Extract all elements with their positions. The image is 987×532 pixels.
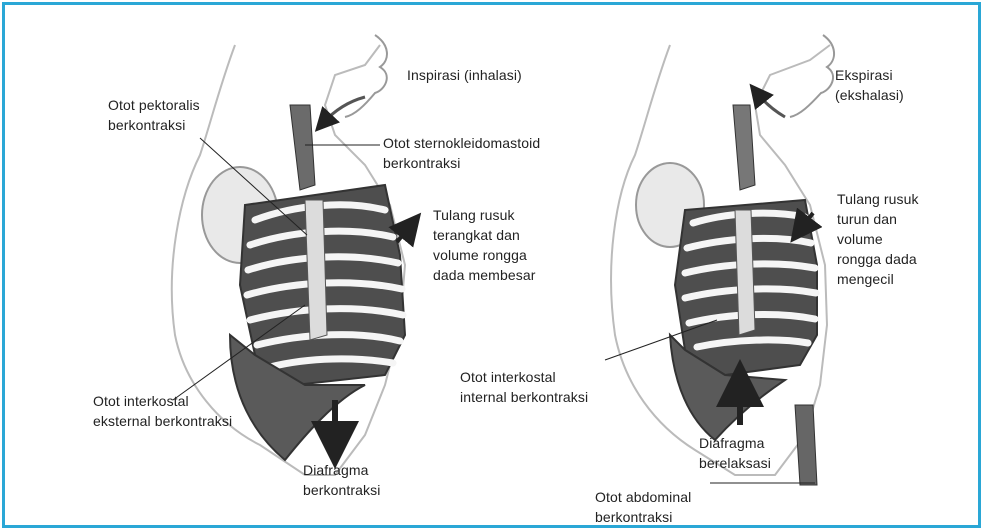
right-abdominal-muscle — [795, 405, 817, 485]
label-ekspirasi: Ekspirasi (ekshalasi) — [835, 65, 904, 105]
rib-up-arrow — [397, 225, 411, 242]
exhale-arrow — [757, 93, 785, 117]
right-neck — [733, 105, 755, 190]
left-sternocleidomastoid — [290, 105, 315, 190]
label-interkostal-eksternal: Otot interkostal eksternal berkontraksi — [93, 391, 232, 431]
label-rusuk-naik: Tulang rusuk terangkat dan volume rongga… — [433, 205, 535, 285]
left-face-outline — [345, 35, 387, 117]
exhalation-figure — [605, 35, 834, 485]
label-inspirasi: Inspirasi (inhalasi) — [407, 65, 522, 85]
label-abdominal: Otot abdominal berkontraksi — [595, 487, 691, 527]
label-diafragma-relaksasi: Diafragma berelaksasi — [699, 433, 771, 473]
right-sternum — [735, 210, 755, 335]
label-pektoralis: Otot pektoralis berkontraksi — [108, 95, 200, 135]
label-rusuk-turun: Tulang rusuk turun dan volume rongga dad… — [837, 189, 919, 289]
label-diafragma-kontraksi: Diafragma berkontraksi — [303, 460, 380, 500]
label-sternokleido: Otot sternokleidomastoid berkontraksi — [383, 133, 540, 173]
label-interkostal-internal: Otot interkostal internal berkontraksi — [460, 367, 588, 407]
